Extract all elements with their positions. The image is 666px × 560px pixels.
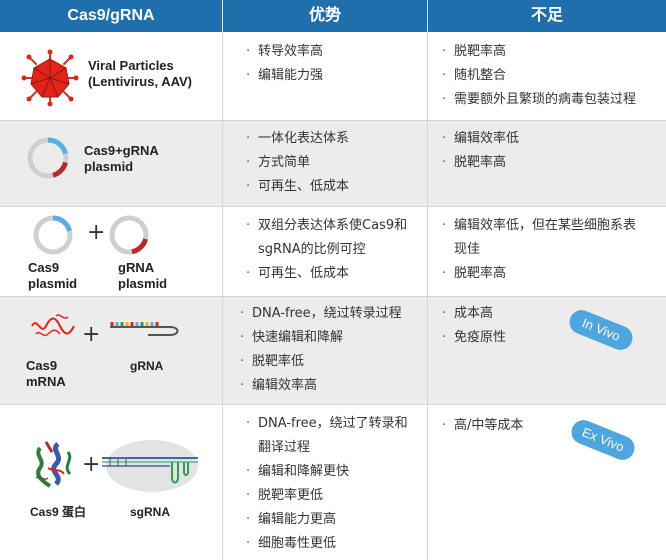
list-item: 编辑效率低，但在某些细胞系表现佳: [442, 214, 648, 262]
plasmid-ring-icon: [27, 137, 69, 179]
list-item: 随机整合: [442, 64, 636, 88]
mrna-strand-icon: [31, 314, 75, 337]
method-label: Viral Particles (Lentivirus, AAV): [88, 58, 193, 89]
row-divider: [0, 206, 666, 207]
plus-icon: +: [87, 220, 106, 245]
plasmid-ring-icon: [109, 215, 149, 255]
header-col-method: Cas9/gRNA: [67, 7, 155, 24]
protein-icon: [35, 441, 72, 488]
cons-list: 脱靶率高 随机整合 需要额外且繁琐的病毒包装过程: [442, 40, 636, 112]
grna-strand-icon: [110, 322, 179, 336]
pros-list: 一体化表达体系 方式简单 可再生、低成本: [246, 127, 349, 199]
list-item: 免疫原性: [442, 326, 506, 350]
list-item: 一体化表达体系: [246, 127, 349, 151]
list-item: 编辑效率低: [442, 127, 519, 151]
cons-list: 编辑效率低，但在某些细胞系表现佳 脱靶率高: [442, 214, 648, 286]
pros-list: 转导效率高 编辑能力强: [246, 40, 323, 88]
plasmid-ring-icon: [33, 215, 73, 255]
header-col-pros: 优势: [308, 7, 341, 24]
list-item: 编辑效率高: [240, 374, 402, 398]
list-item: 成本高: [442, 302, 506, 326]
method-label: Cas9 mRNA: [26, 358, 66, 389]
list-item: 细胞毒性更低: [246, 532, 412, 556]
row-divider: [0, 296, 666, 297]
list-item: 可再生、低成本: [246, 262, 416, 286]
list-item: 高/中等成本: [442, 414, 523, 438]
list-item: 需要额外且繁琐的病毒包装过程: [442, 88, 636, 112]
plus-icon: +: [82, 322, 101, 347]
header-col-cons: 不足: [530, 7, 563, 24]
list-item: 转导效率高: [246, 40, 323, 64]
cons-list: 高/中等成本: [442, 414, 523, 438]
method-label: sgRNA: [130, 505, 171, 519]
method-label: Cas9 蛋白: [30, 505, 87, 519]
list-item: 可再生、低成本: [246, 175, 349, 199]
table-header: [0, 0, 666, 32]
header-divider: [222, 0, 223, 32]
row-divider: [0, 404, 666, 405]
method-label: gRNA plasmid: [118, 260, 168, 291]
method-label: gRNA: [130, 359, 164, 373]
column-divider: [427, 32, 428, 560]
list-item: 脱靶率高: [442, 40, 636, 64]
list-item: DNA-free，绕过了转录和翻译过程: [246, 412, 412, 460]
list-item: 编辑和降解更快: [246, 460, 412, 484]
list-item: 快速编辑和降解: [240, 326, 402, 350]
row-divider: [0, 120, 666, 121]
list-item: 编辑能力强: [246, 64, 323, 88]
cons-list: 成本高 免疫原性: [442, 302, 506, 350]
pros-list: 双组分表达体系使Cas9和sgRNA的比例可控 可再生、低成本: [246, 214, 416, 286]
list-item: DNA-free，绕过转录过程: [240, 302, 402, 326]
list-item: 脱靶率高: [442, 262, 648, 286]
list-item: 编辑能力更高: [246, 508, 412, 532]
list-item: 脱靶率低: [240, 350, 402, 374]
cons-list: 编辑效率低 脱靶率高: [442, 127, 519, 175]
method-label: Cas9+gRNA plasmid: [84, 143, 159, 174]
list-item: 脱靶率更低: [246, 484, 412, 508]
list-item: 脱靶率高: [442, 151, 519, 175]
sgrna-complex-icon: [102, 440, 198, 492]
pros-list: DNA-free，绕过了转录和翻译过程 编辑和降解更快 脱靶率更低 编辑能力更高…: [246, 412, 412, 556]
plus-icon: +: [82, 452, 101, 477]
column-divider: [222, 32, 223, 560]
method-label: Cas9 plasmid: [28, 260, 78, 291]
list-item: 双组分表达体系使Cas9和sgRNA的比例可控: [246, 214, 416, 262]
pros-list: DNA-free，绕过转录过程 快速编辑和降解 脱靶率低 编辑效率高: [240, 302, 402, 398]
virus-icon: [21, 49, 79, 107]
header-divider: [427, 0, 428, 32]
list-item: 方式简单: [246, 151, 349, 175]
